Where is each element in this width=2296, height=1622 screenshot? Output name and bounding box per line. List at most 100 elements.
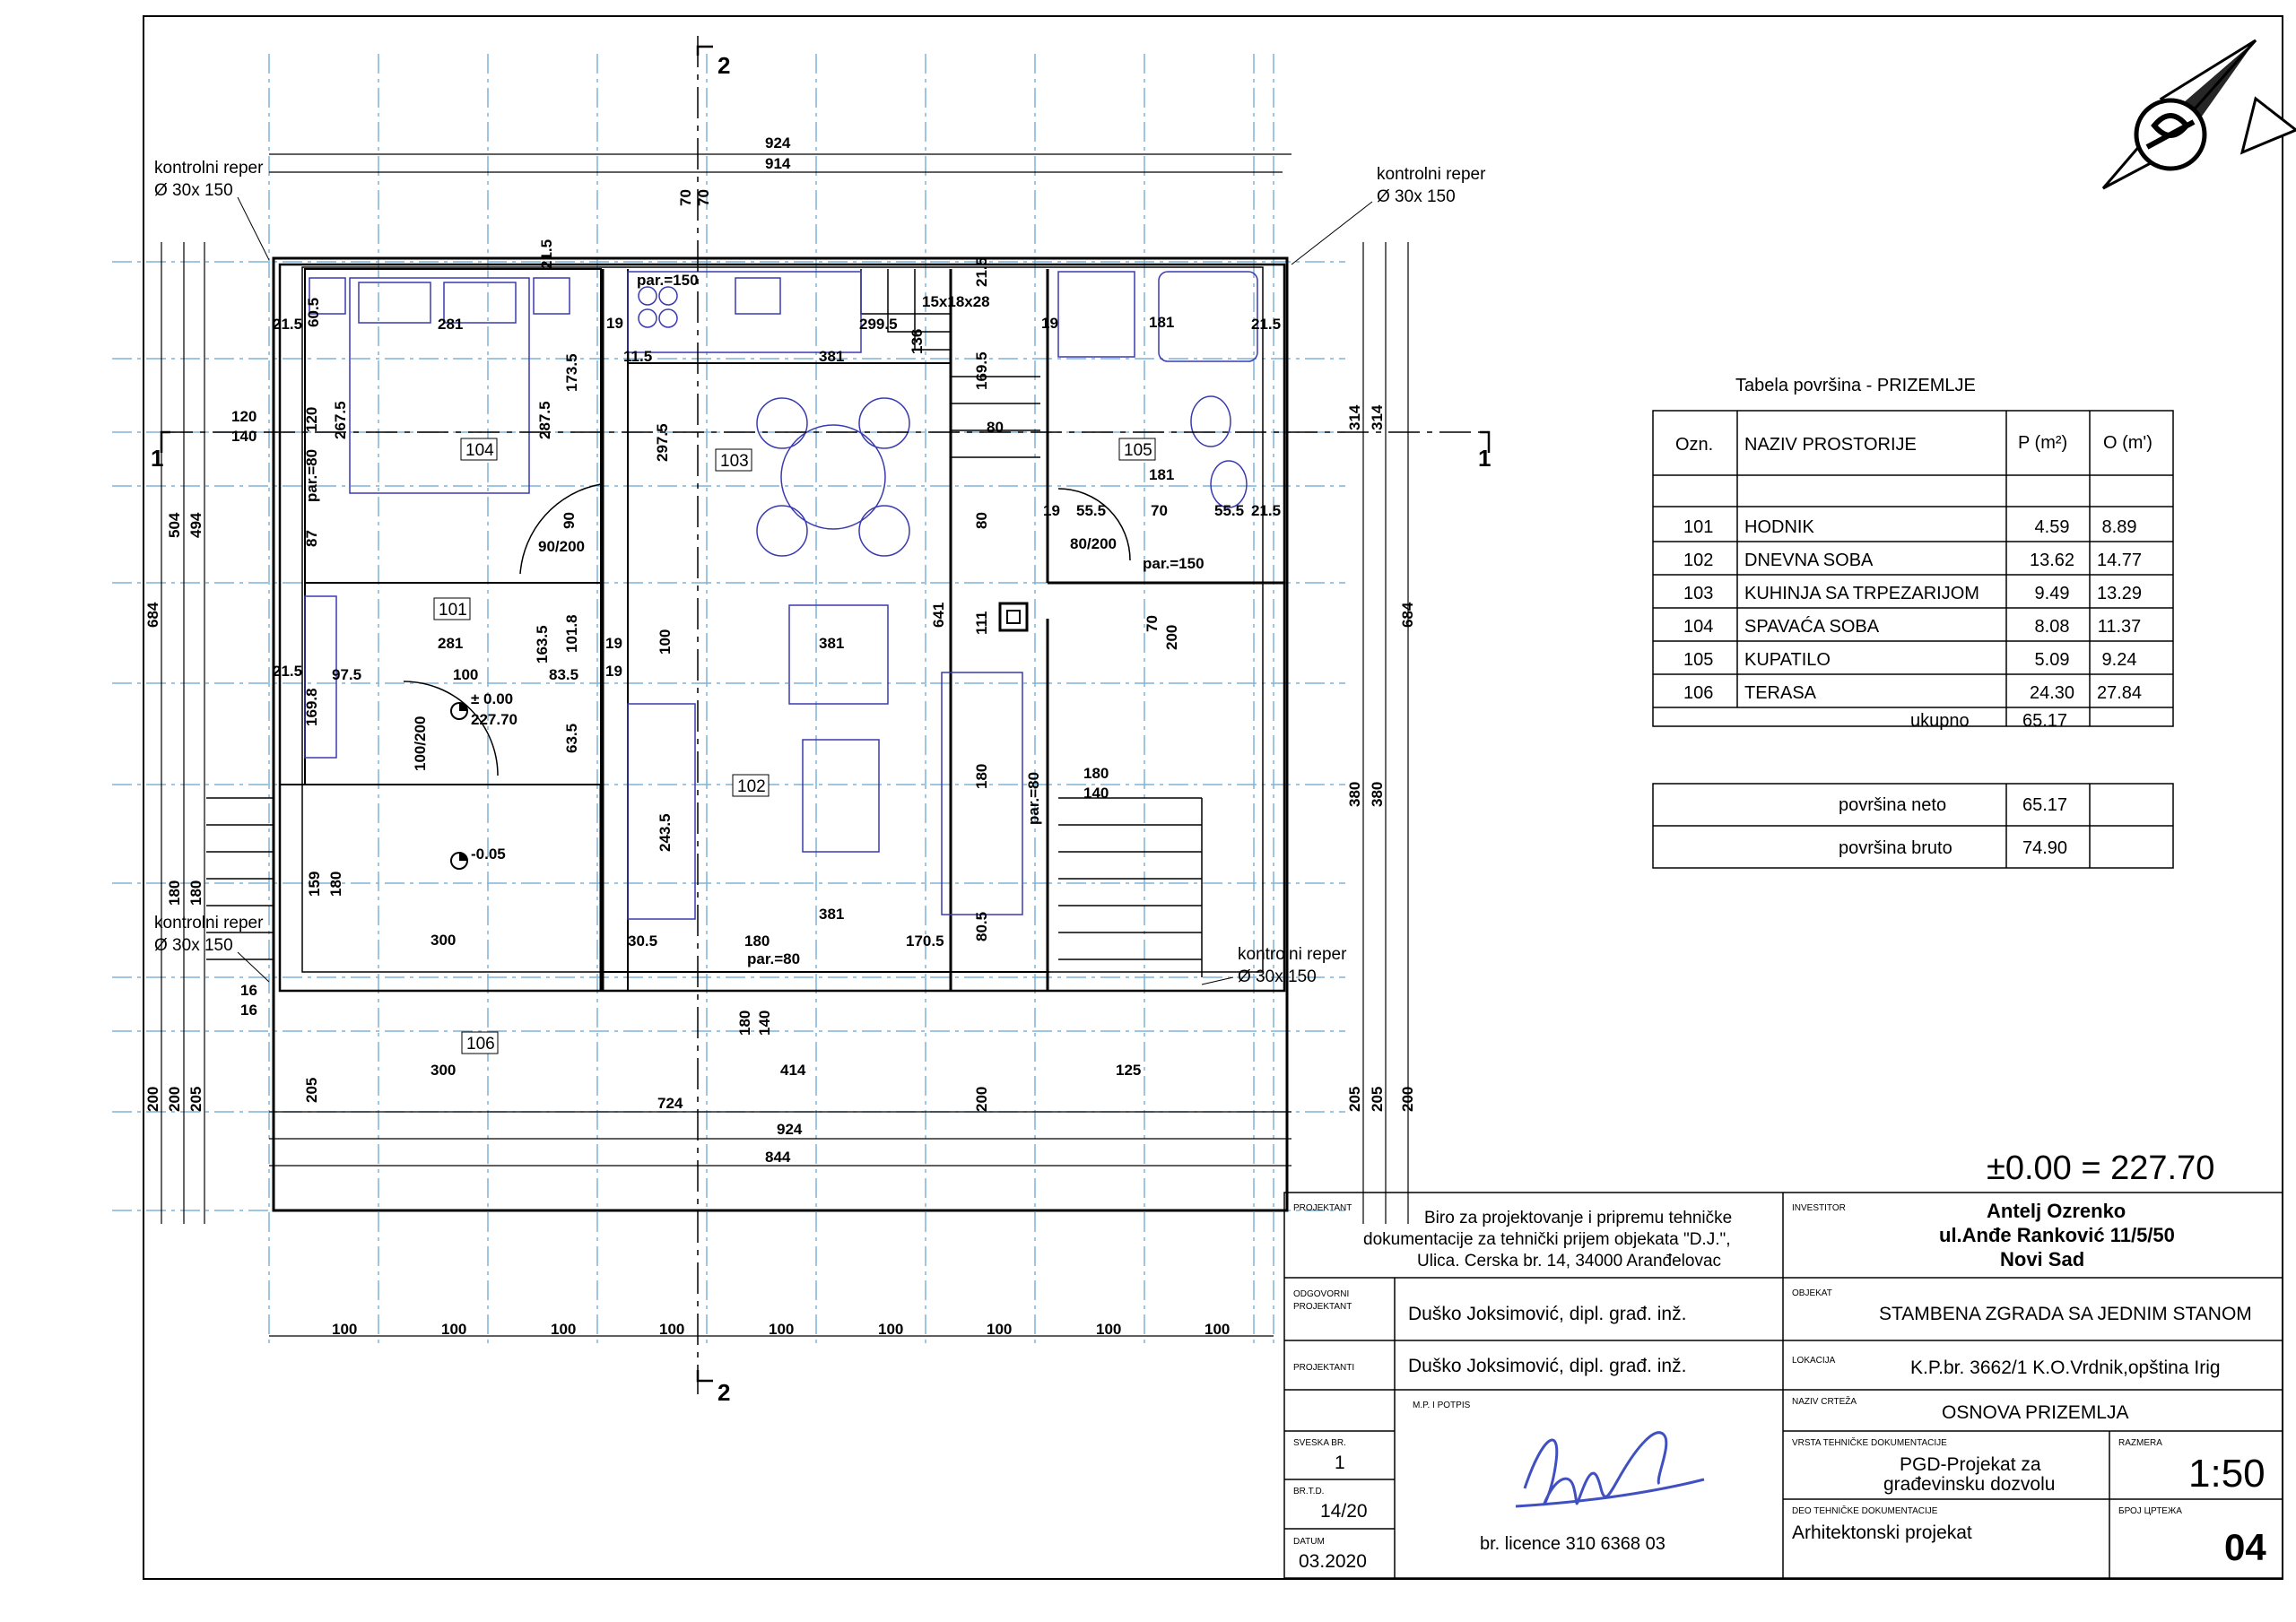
svg-text:200: 200 bbox=[166, 1087, 183, 1112]
outer-dimensions: 924 914 924 844 724 100 100 100 100 100 … bbox=[144, 134, 1416, 1338]
svg-text:K.P.br. 3662/1 K.O.Vrdnik,opšt: K.P.br. 3662/1 K.O.Vrdnik,opština Irig bbox=[1910, 1357, 2221, 1378]
svg-text:181: 181 bbox=[1149, 314, 1174, 331]
svg-text:159: 159 bbox=[306, 872, 323, 897]
svg-text:M.P. I POTPIS: M.P. I POTPIS bbox=[1413, 1401, 1471, 1410]
svg-text:180: 180 bbox=[1083, 765, 1109, 782]
furniture bbox=[304, 271, 1258, 920]
svg-text:180: 180 bbox=[736, 1010, 753, 1036]
svg-text:163.5: 163.5 bbox=[534, 625, 551, 664]
svg-text:140: 140 bbox=[756, 1010, 773, 1036]
svg-text:100: 100 bbox=[769, 1321, 794, 1338]
area-table-title: Tabela površina - PRIZEMLJE bbox=[1735, 376, 1976, 395]
svg-text:924: 924 bbox=[765, 134, 791, 152]
svg-text:380: 380 bbox=[1369, 782, 1386, 807]
svg-text:70: 70 bbox=[1144, 615, 1161, 632]
svg-text:par.=80: par.=80 bbox=[747, 950, 800, 967]
area-table: Tabela površina - PRIZEMLJE Ozn. NAZIV P… bbox=[1652, 376, 2174, 869]
svg-text:120: 120 bbox=[231, 408, 257, 425]
svg-text:-0.05: -0.05 bbox=[471, 846, 506, 863]
bed bbox=[349, 277, 530, 494]
svg-text:200: 200 bbox=[973, 1087, 990, 1112]
section-label-right: 1 bbox=[1478, 445, 1491, 472]
svg-text:100: 100 bbox=[878, 1321, 903, 1338]
svg-text:140: 140 bbox=[231, 428, 257, 445]
svg-text:300: 300 bbox=[430, 932, 456, 949]
svg-text:PROJEKTANT: PROJEKTANT bbox=[1293, 1302, 1352, 1312]
svg-text:21.5: 21.5 bbox=[538, 239, 555, 269]
svg-text:60.5: 60.5 bbox=[305, 298, 322, 327]
svg-text:površina bruto: površina bruto bbox=[1839, 838, 1952, 858]
svg-text:200: 200 bbox=[1163, 625, 1180, 650]
svg-text:100: 100 bbox=[1096, 1321, 1121, 1338]
svg-text:OSNOVA PRIZEMLJA: OSNOVA PRIZEMLJA bbox=[1942, 1402, 2129, 1423]
svg-text:90: 90 bbox=[561, 512, 578, 529]
svg-text:kontrolni reper: kontrolni reper bbox=[1377, 165, 1486, 184]
svg-text:724: 724 bbox=[657, 1095, 683, 1112]
room-labels: 104 103 105 101 102 106 bbox=[433, 438, 1156, 1054]
svg-text:100: 100 bbox=[987, 1321, 1012, 1338]
area-table-cell: TERASA bbox=[1744, 683, 1817, 703]
svg-text:80: 80 bbox=[973, 512, 990, 529]
svg-text:21.5: 21.5 bbox=[973, 257, 990, 287]
svg-text:267.5: 267.5 bbox=[332, 401, 349, 439]
svg-text:04: 04 bbox=[2224, 1526, 2266, 1568]
section-label-top: 2 bbox=[718, 52, 730, 79]
svg-text:kontrolni reper: kontrolni reper bbox=[1238, 945, 1347, 964]
svg-text:74.90: 74.90 bbox=[2022, 838, 2067, 858]
svg-text:Ozn.: Ozn. bbox=[1675, 435, 1713, 455]
area-table-cell: 102 bbox=[1683, 551, 1713, 570]
svg-text:684: 684 bbox=[1399, 602, 1416, 628]
svg-text:PROJEKTANT: PROJEKTANT bbox=[1293, 1203, 1352, 1213]
svg-text:P (m²): P (m²) bbox=[2018, 433, 2067, 453]
terrace-steps bbox=[206, 789, 1203, 986]
svg-text:DATUM: DATUM bbox=[1293, 1537, 1325, 1547]
svg-text:NAZIV CRTEŽA: NAZIV CRTEŽA bbox=[1792, 1395, 1857, 1407]
svg-text:381: 381 bbox=[819, 906, 844, 923]
area-table-cell: 13.29 bbox=[2097, 584, 2142, 603]
svg-text:Biro za projektovanje i pripre: Biro za projektovanje i pripremu tehničk… bbox=[1424, 1209, 1732, 1227]
floor-plan bbox=[206, 256, 1289, 1212]
svg-text:180: 180 bbox=[327, 872, 344, 897]
svg-text:180: 180 bbox=[973, 764, 990, 789]
svg-text:180: 180 bbox=[744, 932, 770, 950]
room-105-label: 105 bbox=[1124, 441, 1152, 460]
svg-text:914: 914 bbox=[765, 155, 791, 172]
svg-text:БРОЈ ЦРТЕЖА: БРОЈ ЦРТЕЖА bbox=[2118, 1506, 2182, 1516]
svg-text:Ulica. Cerska br. 14, 34000 Ar: Ulica. Cerska br. 14, 34000 Aranđelovac bbox=[1417, 1252, 1721, 1271]
svg-text:684: 684 bbox=[144, 602, 161, 628]
svg-text:314: 314 bbox=[1369, 404, 1386, 430]
svg-text:63.5: 63.5 bbox=[563, 724, 580, 753]
svg-text:100: 100 bbox=[453, 666, 478, 683]
svg-text:Antelj Ozrenko: Antelj Ozrenko bbox=[1987, 1200, 2126, 1222]
room-103-label: 103 bbox=[720, 452, 749, 471]
svg-text:br. licence 310 6368 03: br. licence 310 6368 03 bbox=[1480, 1534, 1665, 1554]
svg-text:Novi Sad: Novi Sad bbox=[2000, 1248, 2084, 1271]
svg-text:111: 111 bbox=[973, 612, 990, 636]
svg-text:180: 180 bbox=[187, 880, 204, 906]
svg-text:381: 381 bbox=[819, 348, 844, 365]
svg-text:205: 205 bbox=[1346, 1087, 1363, 1112]
svg-text:70: 70 bbox=[1151, 502, 1168, 519]
svg-text:DEO TEHNIČKE DOKUMENTACIJE: DEO TEHNIČKE DOKUMENTACIJE bbox=[1792, 1505, 1938, 1516]
svg-text:136: 136 bbox=[909, 329, 926, 354]
inner-dimensions: 281 281 21.5 21.5 21.5 21.5 19 19 19 19 … bbox=[231, 239, 1281, 1112]
sofa bbox=[941, 672, 1023, 915]
room-104-label: 104 bbox=[465, 441, 494, 460]
svg-text:PGD-Projekat za: PGD-Projekat za bbox=[1900, 1454, 2041, 1475]
area-table-cell: 14.77 bbox=[2097, 551, 2142, 570]
area-table-cell: 4.59 bbox=[2035, 517, 2070, 537]
svg-text:281: 281 bbox=[438, 635, 463, 652]
svg-text:± 0.00: ± 0.00 bbox=[471, 690, 513, 707]
svg-text:173.5: 173.5 bbox=[563, 353, 580, 392]
svg-text:243.5: 243.5 bbox=[657, 813, 674, 852]
area-table-cell: 5.09 bbox=[2035, 650, 2070, 670]
svg-text:21.5: 21.5 bbox=[1251, 502, 1281, 519]
outer-wall bbox=[272, 256, 1289, 1212]
svg-text:125: 125 bbox=[1116, 1062, 1141, 1079]
svg-text:Duško Joksimović, dipl. građ.: Duško Joksimović, dipl. građ. inž. bbox=[1408, 1304, 1686, 1324]
svg-text:16: 16 bbox=[240, 1002, 257, 1019]
svg-text:924: 924 bbox=[777, 1121, 803, 1138]
svg-text:RAZMERA: RAZMERA bbox=[2118, 1438, 2162, 1448]
